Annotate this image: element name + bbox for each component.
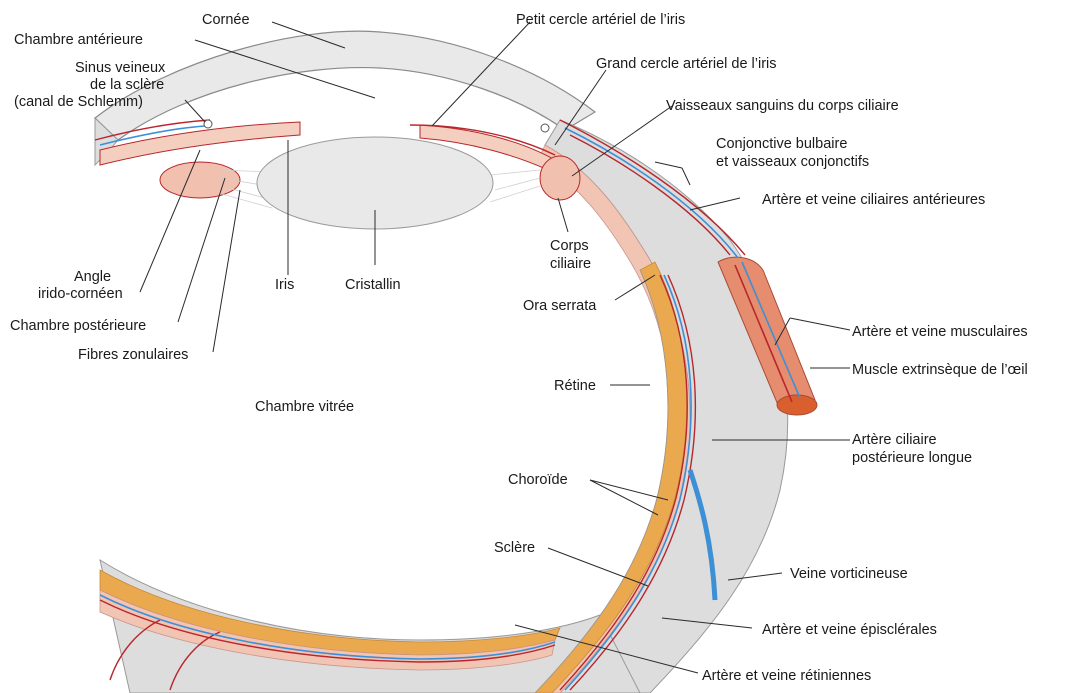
label-veine-vorticineuse: Veine vorticineuse	[790, 566, 908, 582]
label-cornee: Cornée	[202, 12, 250, 28]
label-sinus-line1: Sinus veineux	[75, 60, 166, 76]
label-fibres-zonulaires: Fibres zonulaires	[78, 347, 188, 363]
label-muscle-extrinseque: Muscle extrinsèque de l’œil	[852, 362, 1028, 378]
sclera-wall	[545, 120, 788, 693]
label-chambre-posterieure: Chambre postérieure	[10, 318, 146, 334]
label-arteres-ciliaires-anterieures: Artère et veine ciliaires antérieures	[762, 192, 985, 208]
ciliary-body-right	[540, 156, 580, 200]
schlemm-canal-left	[204, 120, 212, 128]
label-arteres-musculaires: Artère et veine musculaires	[852, 324, 1028, 340]
label-sinus-line3: (canal de Schlemm)	[14, 94, 143, 110]
label-conjonctive-line2: et vaisseaux conjonctifs	[716, 154, 869, 170]
label-petit-cercle: Petit cercle artériel de l’iris	[516, 12, 685, 28]
label-chambre-vitree: Chambre vitrée	[255, 399, 354, 415]
schlemm-canal-right	[541, 124, 549, 132]
label-retiniennes: Artère et veine rétiniennes	[702, 668, 871, 684]
label-ciliaire-post-line2: postérieure longue	[852, 450, 972, 466]
label-sinus-line2: de la sclère	[90, 77, 164, 93]
label-angle-line2: irido-cornéen	[38, 286, 123, 302]
eye-anatomy-drawing	[95, 31, 817, 693]
label-angle-line1: Angle	[74, 269, 111, 285]
label-retine: Rétine	[554, 378, 596, 394]
label-choroide: Choroïde	[508, 472, 568, 488]
label-conjonctive-line1: Conjonctive bulbaire	[716, 136, 847, 152]
ciliary-body-left	[160, 162, 240, 198]
label-ciliaire-post-line1: Artère ciliaire	[852, 432, 937, 448]
label-grand-cercle: Grand cercle artériel de l’iris	[596, 56, 777, 72]
label-sclere: Sclère	[494, 540, 535, 556]
label-ora-serrata: Ora serrata	[523, 298, 597, 314]
label-episclerales: Artère et veine épisclérales	[762, 622, 937, 638]
label-vaisseaux-corps-ciliaire: Vaisseaux sanguins du corps ciliaire	[666, 98, 899, 114]
label-cristallin: Cristallin	[345, 277, 401, 293]
label-corps-line2: ciliaire	[550, 256, 591, 272]
label-corps-line1: Corps	[550, 238, 589, 254]
label-iris: Iris	[275, 277, 294, 293]
label-chambre-anterieure: Chambre antérieure	[14, 32, 143, 48]
